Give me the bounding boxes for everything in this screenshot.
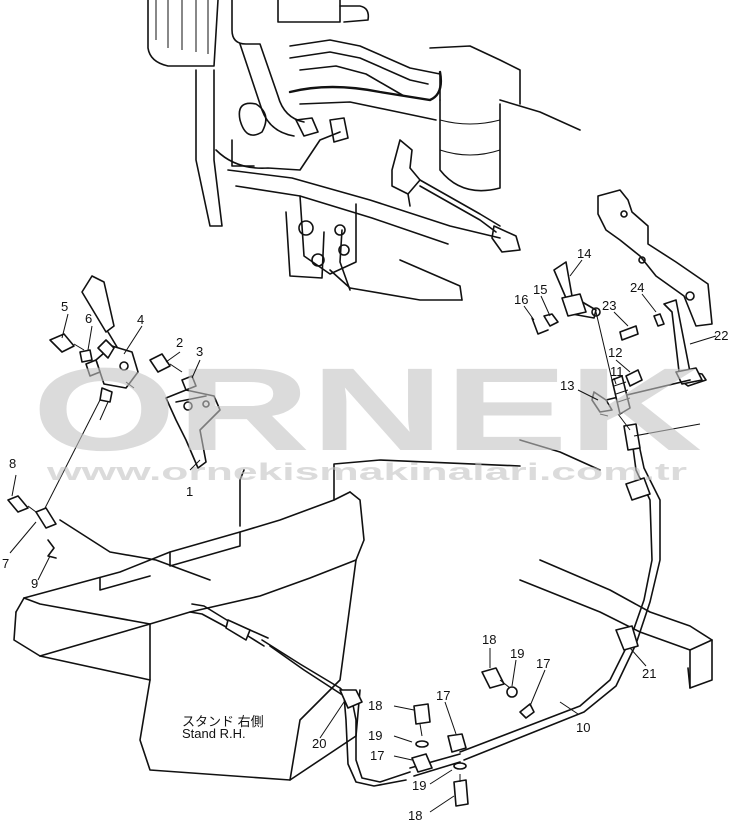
fuel-control-lever xyxy=(7,275,139,559)
callout-18a: 18 xyxy=(482,632,496,647)
watermark-site: www.ornekismakinalari.com.tr xyxy=(45,459,687,486)
watermark: ORNEK www.ornekismakinalari.com.tr xyxy=(32,344,702,486)
callout-2: 2 xyxy=(176,335,183,350)
callout-12: 12 xyxy=(608,345,622,360)
callout-17c: 17 xyxy=(370,748,384,763)
callout-6: 6 xyxy=(85,311,92,326)
control-cables xyxy=(189,413,701,787)
callout-18b: 18 xyxy=(368,698,382,713)
engine-assembly xyxy=(147,0,581,301)
callout-19b: 19 xyxy=(368,728,382,743)
callout-8: 8 xyxy=(9,456,16,471)
callout-20: 20 xyxy=(312,736,326,751)
callout-4: 4 xyxy=(137,312,144,327)
stand-label-en: Stand R.H. xyxy=(182,726,246,741)
stand-label: スタンド 右側 Stand R.H. xyxy=(182,714,264,741)
callout-19a: 19 xyxy=(510,646,524,661)
callout-22: 22 xyxy=(714,328,728,343)
callout-17a: 17 xyxy=(436,688,450,703)
chassis-frame xyxy=(13,439,713,781)
callout-21: 21 xyxy=(642,666,656,681)
callout-5: 5 xyxy=(61,299,68,314)
callout-16: 16 xyxy=(514,292,528,307)
callout-3: 3 xyxy=(196,344,203,359)
callout-24: 24 xyxy=(630,280,644,295)
cable-bracket xyxy=(149,353,221,469)
callout-labels: 1 2 3 4 5 6 7 8 9 10 11 12 13 14 15 16 1… xyxy=(2,246,728,822)
callout-19c: 19 xyxy=(412,778,426,793)
callout-9: 9 xyxy=(31,576,38,591)
callout-14: 14 xyxy=(577,246,591,261)
callout-11: 11 xyxy=(610,364,624,379)
callout-1: 1 xyxy=(186,484,193,499)
callout-17b: 17 xyxy=(536,656,550,671)
cable-fasteners xyxy=(411,667,518,807)
callout-23: 23 xyxy=(602,298,616,313)
watermark-logo: ORNEK xyxy=(32,344,702,476)
leader-lines xyxy=(9,259,717,813)
callout-18c: 18 xyxy=(408,808,422,822)
callout-13: 13 xyxy=(560,378,574,393)
callout-10: 10 xyxy=(576,720,590,735)
callout-7: 7 xyxy=(2,556,9,571)
stand-label-jp: スタンド 右側 xyxy=(182,714,264,729)
callout-15: 15 xyxy=(533,282,547,297)
